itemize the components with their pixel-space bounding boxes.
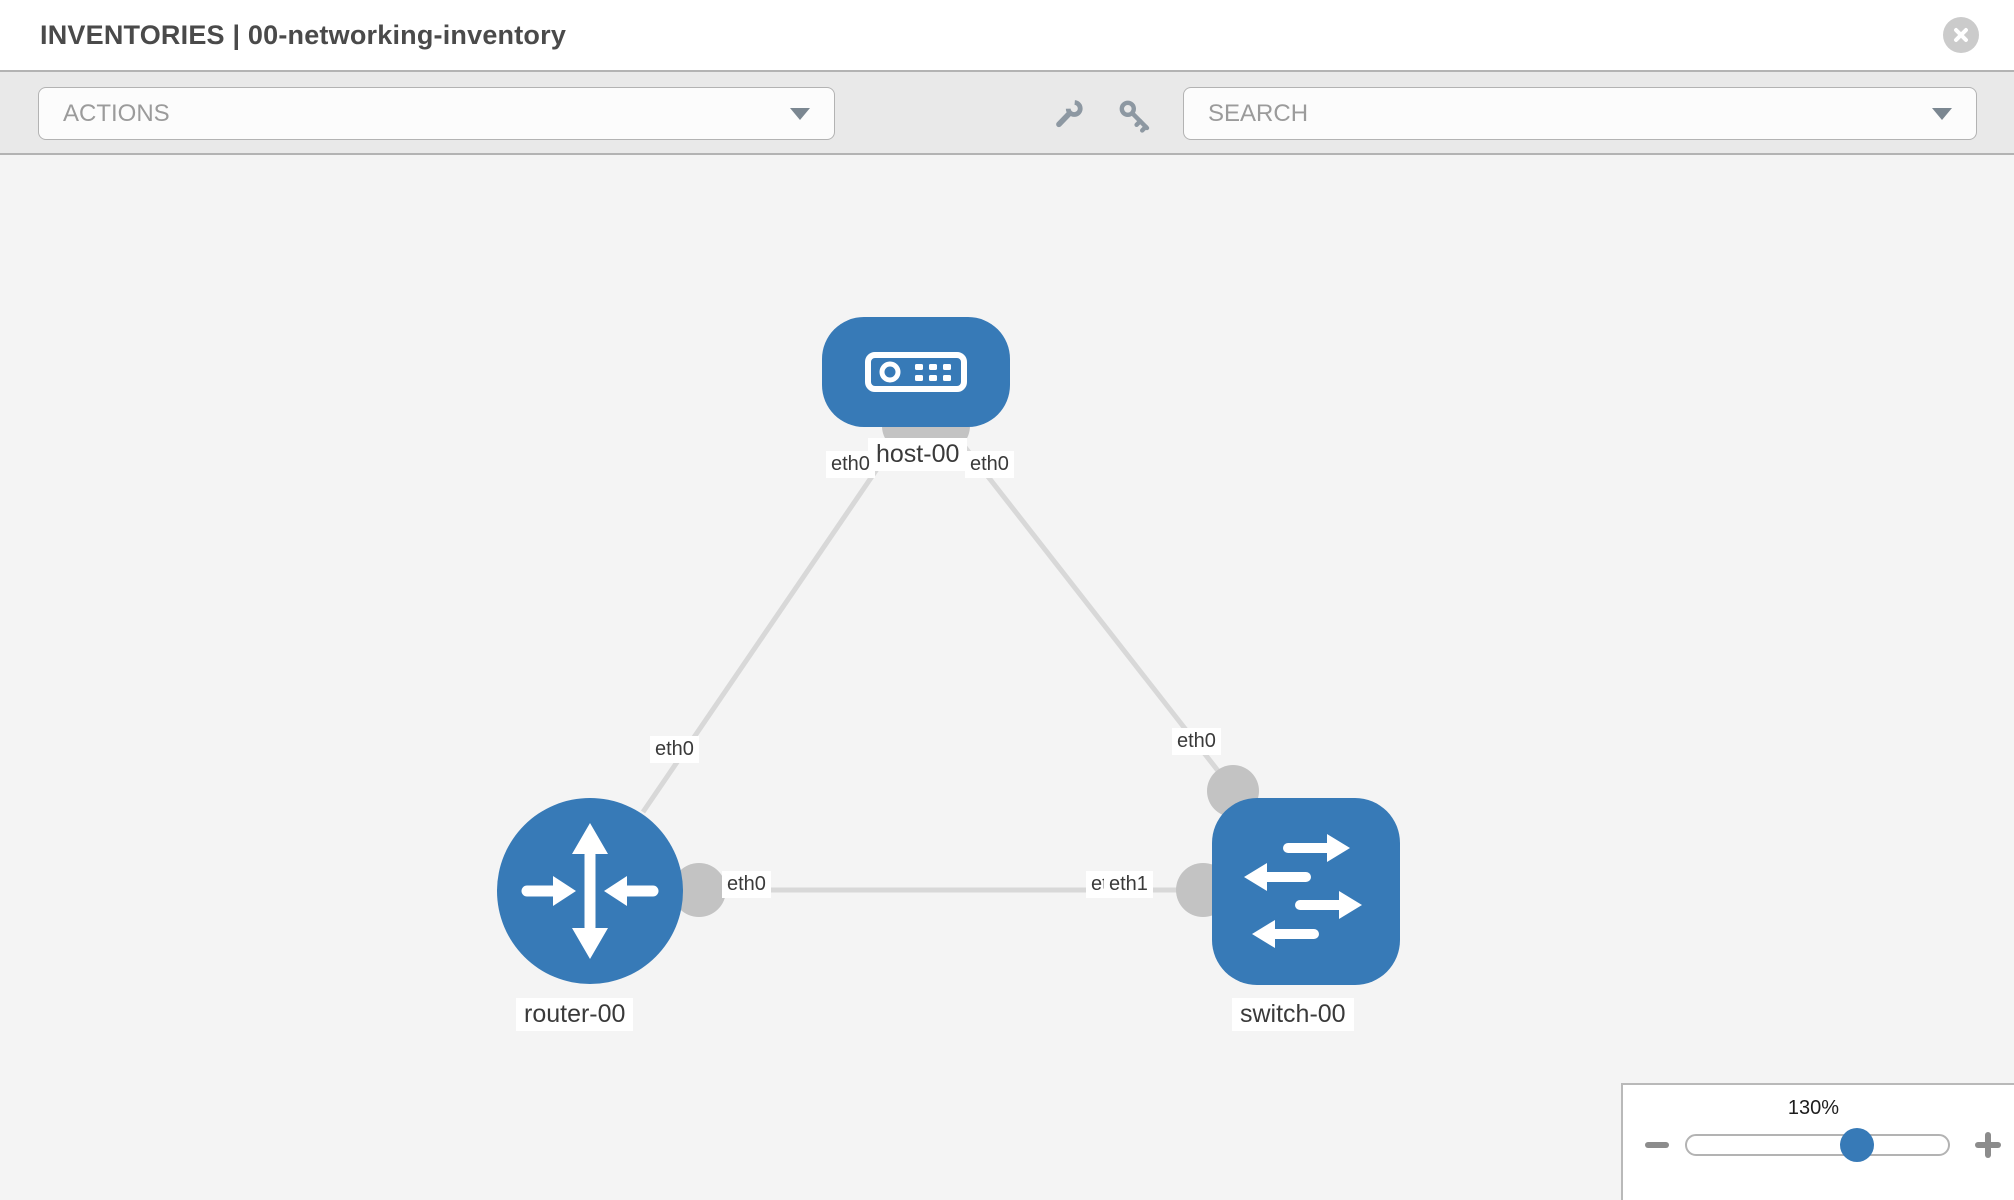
zoom-control-panel: 130%: [1621, 1083, 2014, 1200]
router-icon: [521, 823, 659, 959]
chevron-down-icon: [1932, 107, 1952, 120]
node-router[interactable]: [497, 798, 683, 984]
zoom-slider-track[interactable]: [1685, 1134, 1950, 1156]
node-label-host: host-00: [868, 438, 968, 471]
wrench-icon[interactable]: [1047, 96, 1087, 136]
zoom-out-icon[interactable]: [1645, 1142, 1669, 1148]
node-host[interactable]: [822, 317, 1010, 427]
toolbar: ACTIONS SEARCH: [0, 70, 2014, 155]
zoom-level-value: 130%: [1787, 1097, 1840, 1119]
link-layer: [640, 426, 1235, 893]
interface-label-switch-top: eth0: [1172, 728, 1221, 755]
search-placeholder: SEARCH: [1208, 99, 1309, 127]
interface-label-router-right: eth0: [722, 871, 771, 898]
actions-dropdown[interactable]: ACTIONS: [38, 87, 835, 140]
interface-label-router-top: eth0: [650, 736, 699, 763]
interface-label-host-right: eth0: [965, 451, 1014, 478]
zoom-in-icon[interactable]: [1975, 1132, 2001, 1158]
zoom-slider-thumb[interactable]: [1840, 1128, 1874, 1162]
node-label-switch: switch-00: [1232, 998, 1354, 1031]
connector-router-right: [672, 863, 726, 917]
switch-icon: [1244, 834, 1362, 948]
close-icon[interactable]: [1943, 17, 1979, 53]
header: INVENTORIES | 00-networking-inventory: [0, 0, 2014, 70]
node-label-router: router-00: [516, 998, 634, 1031]
search-input[interactable]: SEARCH: [1183, 87, 1977, 140]
node-switch[interactable]: [1212, 798, 1400, 985]
interface-label-host-left: eth0: [826, 451, 875, 478]
key-icon[interactable]: [1115, 96, 1155, 136]
server-icon: [865, 352, 967, 392]
actions-dropdown-label: ACTIONS: [63, 99, 170, 127]
topology-canvas[interactable]: host-00 router-00 switch-00 eth0 eth0 et…: [0, 155, 2014, 1200]
interface-label-switch-left-front: eth1: [1104, 871, 1153, 898]
chevron-down-icon: [790, 107, 810, 120]
page-title: INVENTORIES | 00-networking-inventory: [40, 20, 567, 50]
plus-icon-bar: [1985, 1132, 1991, 1158]
